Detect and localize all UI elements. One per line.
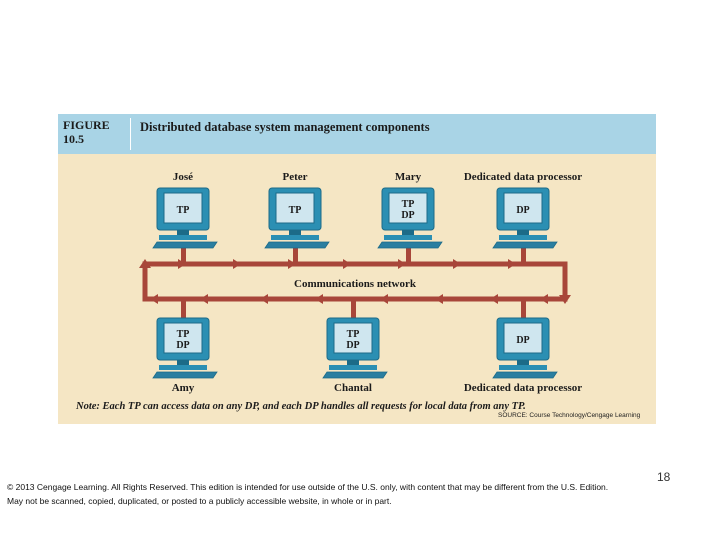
arrow-right-icon [508,259,516,269]
connector-line [521,299,526,318]
keyboard-icon [264,241,330,249]
monitor-stand [177,230,189,235]
node-name-top: Dedicated data processor [464,171,582,183]
keyboard-icon [492,371,558,379]
keyboard-icon [152,371,218,379]
arrow-left-icon [150,294,158,304]
monitor-screen [503,192,543,224]
arrow-right-icon [233,259,241,269]
arrow-down-icon [559,295,571,304]
network-label-bg [276,276,432,290]
keyboard-icon [322,371,388,379]
computer-base [384,235,432,240]
connector-line [406,246,411,264]
monitor-stand [289,230,301,235]
monitor-screen [163,192,203,224]
connector-line [293,246,298,264]
monitor-stand [402,230,414,235]
copyright-line-1: © 2013 Cengage Learning. All Rights Rese… [7,482,609,492]
connector-line [181,299,186,318]
arrow-up-icon [139,259,151,268]
arrow-left-icon [380,294,388,304]
screen-label: DP [516,205,529,216]
node-name-top: Mary [395,171,422,183]
node-name-top: José [173,171,193,183]
screen-label: TP [402,199,415,210]
monitor-stand [517,360,529,365]
computer-base [499,365,547,370]
node-name-bottom: Amy [172,382,195,394]
figure-panel: FIGURE 10.5 Distributed database system … [58,114,656,424]
keyboard-icon [492,241,558,249]
monitor-stand [347,360,359,365]
monitor-screen [388,192,428,224]
computer-base [159,235,207,240]
monitor-screen [503,322,543,354]
arrow-left-icon [490,294,498,304]
node-name-bottom: Dedicated data processor [464,382,582,394]
arrow-right-icon [398,259,406,269]
connector-line [351,299,356,318]
arrow-left-icon [315,294,323,304]
computer-base [271,235,319,240]
keyboard-icon [152,241,218,249]
monitor-stand [177,360,189,365]
computer-base [499,235,547,240]
arrow-left-icon [200,294,208,304]
computer-base [159,365,207,370]
node-name-top: Peter [282,171,307,183]
arrow-right-icon [343,259,351,269]
keyboard-icon [377,241,443,249]
computer-base [329,365,377,370]
figure-label-word: FIGURE [63,118,110,132]
header-divider [130,118,131,150]
monitor-screen [333,322,373,354]
screen-label: TP [289,205,302,216]
figure-note: Note: Each TP can access data on any DP,… [76,401,526,412]
connector-line [181,246,186,264]
arrow-right-icon [288,259,296,269]
screen-label: DP [516,335,529,346]
screen-label: DP [401,210,414,221]
arrow-left-icon [435,294,443,304]
network-top-line [145,261,565,267]
screen-label: TP [177,329,190,340]
arrow-right-icon [453,259,461,269]
screen-label: DP [176,340,189,351]
figure-number: 10.5 [63,132,84,146]
network-right-line [562,261,568,302]
screen-label: TP [177,205,190,216]
figure-title: Distributed database system management c… [140,120,430,134]
figure-label: FIGURE 10.5 [63,118,133,150]
monitor-screen [275,192,315,224]
network-left-line [142,261,148,302]
monitor-stand [517,230,529,235]
monitor-screen [163,322,203,354]
screen-label: TP [347,329,360,340]
copyright-footer: © 2013 Cengage Learning. All Rights Rese… [7,480,717,508]
arrow-left-icon [260,294,268,304]
connector-line [521,246,526,264]
arrow-left-icon [540,294,548,304]
figure-header: FIGURE 10.5 Distributed database system … [58,114,656,154]
copyright-line-2: May not be scanned, copied, duplicated, … [7,496,392,506]
node-name-bottom: Chantal [334,382,372,394]
figure-source: SOURCE: Course Technology/Cengage Learni… [498,412,641,419]
screen-label: DP [346,340,359,351]
page-number: 18 [657,470,671,484]
network-label: Communications network [294,278,417,290]
